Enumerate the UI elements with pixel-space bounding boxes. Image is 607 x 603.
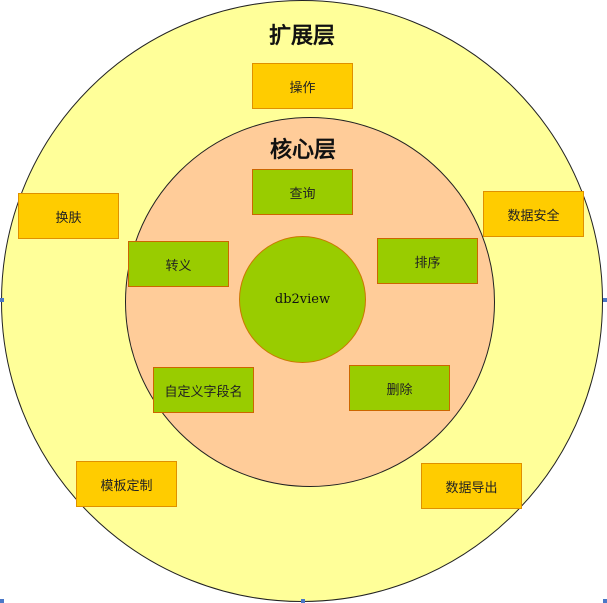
core-box-query: 查询: [252, 169, 353, 215]
core-box-label: 转义: [165, 258, 192, 274]
core-layer-title: 核心层: [269, 137, 336, 163]
core-box-label: 排序: [414, 255, 441, 271]
core-box-label: 自定义字段名: [164, 384, 243, 400]
selection-handle-left[interactable]: [0, 298, 4, 302]
extension-box-label: 操作: [289, 80, 316, 96]
core-node-label: db2view: [274, 292, 331, 307]
core-box-sort: 排序: [377, 238, 478, 284]
extension-layer-title: 扩展层: [268, 23, 335, 49]
core-box-label: 删除: [386, 382, 413, 398]
extension-box-label: 数据安全: [507, 208, 560, 224]
selection-handle-bottom-right[interactable]: [603, 599, 607, 603]
extension-box-label: 模板定制: [100, 478, 153, 494]
selection-handle-right[interactable]: [603, 298, 607, 302]
extension-box-skin: 换肤: [18, 193, 119, 239]
core-box-custom-field-name: 自定义字段名: [153, 367, 254, 413]
extension-box-label: 换肤: [55, 210, 82, 226]
core-box-escape: 转义: [128, 241, 229, 287]
extension-box-label: 数据导出: [445, 480, 498, 496]
core-node-db2view: db2view: [239, 236, 366, 363]
selection-handle-bottom-left[interactable]: [0, 599, 4, 603]
selection-handle-bottom[interactable]: [301, 599, 305, 603]
extension-box-data-security: 数据安全: [483, 191, 584, 237]
extension-box-template: 模板定制: [76, 461, 177, 507]
extension-box-data-export: 数据导出: [421, 463, 522, 509]
core-box-delete: 删除: [349, 365, 450, 411]
extension-box-operation: 操作: [252, 63, 353, 109]
core-box-label: 查询: [289, 186, 316, 202]
